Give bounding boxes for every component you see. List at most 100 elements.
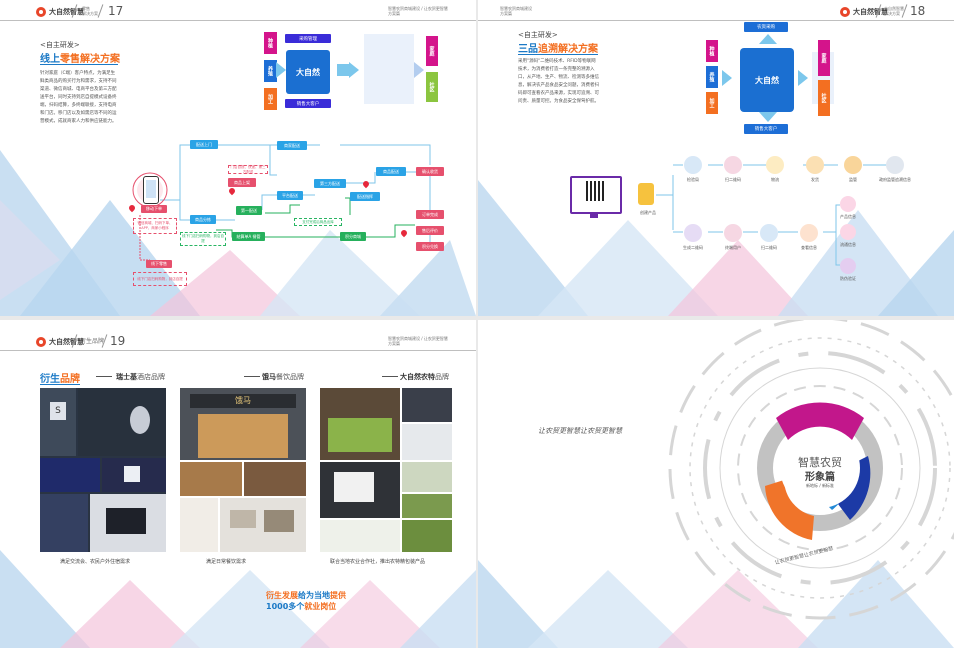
label-end-user: 终端用户 [725, 245, 741, 250]
inspection-icon [684, 156, 702, 174]
photo-farm-4 [320, 462, 400, 518]
bottom-bar: 销售大客户 [744, 124, 788, 134]
photo-hotel-5 [40, 494, 88, 552]
background-triangles [478, 560, 954, 648]
cover-title: 智慧农贸 [798, 456, 842, 469]
photo-restaurant-5 [220, 498, 306, 552]
brand-rule [382, 376, 398, 377]
cover-subtitle: 形象篇 [805, 472, 835, 483]
arrow-block [364, 34, 414, 104]
bottom-bar: 销售大客户 [285, 99, 331, 108]
label-view-info: 查看信息 [801, 245, 817, 250]
logo-icon [840, 7, 850, 17]
heading-underline [40, 384, 80, 385]
photo-farm-3 [402, 424, 452, 460]
header-rule [0, 20, 476, 21]
label-generate-qr: 生成二维码 [683, 245, 703, 250]
header-rule [0, 350, 476, 351]
flow-note-checkout: 支付完成后商品出库 [294, 218, 342, 226]
farm-collage [320, 388, 452, 552]
label-family: 家庭 [818, 40, 830, 76]
concentric-rings [668, 320, 954, 620]
photo-restaurant-4 [180, 498, 218, 552]
flow-note-offline-store: 线下门店扫码购物，到店自提 [133, 272, 187, 286]
flow-note-channels: 微信商城、扫码下单、APP、商家小程序 [133, 218, 177, 234]
label-circulation-info: 流通信息 [840, 242, 856, 247]
page-18: 智慧农贸商城建设方案篇 大自然智慧 大自然智慧解决方案 18 <自主研发> 三品… [478, 0, 954, 316]
arrow-stem [337, 64, 349, 76]
restaurant-sign: 饿马 [190, 394, 296, 408]
flow-connectors [132, 144, 431, 261]
label-community: 社区 [818, 80, 830, 116]
page-title: 三品追溯解决方案 [518, 44, 598, 55]
page-19: 大自然智慧 衍生品牌 19 智慧农贸商城建设 / 让农贸更智慧方案篇 衍生品牌 … [0, 320, 476, 648]
photo-farm-5 [402, 462, 452, 492]
flow-start: 移动下单 [141, 205, 167, 213]
scan-icon [724, 156, 742, 174]
label-breeding: 养殖 [264, 60, 277, 82]
photo-farm-2 [402, 388, 452, 422]
label-processing: 加工 [706, 92, 718, 114]
photo-hotel-1: S [40, 388, 76, 456]
logo-icon [36, 337, 46, 347]
photo-hotel-3 [40, 458, 100, 492]
label-product-info: 产品信息 [840, 214, 856, 219]
title-underline [518, 54, 598, 55]
label-create-product: 创建产品 [640, 210, 656, 215]
brand-logo: 大自然智慧 [840, 7, 888, 17]
photo-farm-7 [320, 520, 400, 552]
label-anti-fake: 防伪验证 [840, 276, 856, 281]
brand-farm-title: 大自然农特品牌 [400, 373, 449, 381]
label-planting: 种植 [264, 32, 277, 54]
header-section-label: 大自然智慧解决方案 [884, 6, 904, 16]
photo-restaurant-2 [180, 462, 242, 496]
page-17: 大自然智慧 零售解决方案 17 智慧农贸商城建设 / 让农贸更智慧方案篇 <自主… [0, 0, 476, 316]
flow-evaluate: 售后评价 [416, 226, 444, 235]
header-left: 智慧农贸商城建设方案篇 [500, 6, 532, 16]
logistics-icon [766, 156, 784, 174]
caption-restaurant: 满足日常餐饮需求 [206, 559, 247, 565]
arrow-right-icon [349, 62, 359, 78]
brand-hotel-title: 瑞士基酒店品牌 [116, 373, 165, 381]
qr-code-icon [586, 181, 606, 201]
header-section-label: 零售解决方案 [82, 6, 98, 16]
header-right: 智慧农贸商城建设 / 让农贸更智慧方案篇 [388, 336, 448, 346]
photo-restaurant-3 [244, 462, 306, 496]
restaurant-collage: 饿马 [180, 388, 306, 552]
background-triangles [0, 550, 476, 648]
end-user-icon [724, 224, 742, 242]
label-planting: 种植 [706, 40, 718, 62]
caption-farm: 联合当地农业合作社，推出农特精包装产品 [330, 559, 426, 565]
flow-pick: 商品分拣 [190, 215, 216, 224]
arrow-down-icon [759, 112, 777, 122]
page-number: 18 [910, 4, 926, 18]
photo-restaurant-front: 饿马 [180, 388, 306, 460]
monitor-icon [570, 176, 622, 214]
phone-icon [143, 176, 159, 204]
scan2-icon [760, 224, 778, 242]
ship-icon [806, 156, 824, 174]
view-info-icon [800, 224, 818, 242]
background-triangles [0, 150, 476, 316]
photo-farm-6 [402, 494, 452, 518]
logo-icon [36, 7, 46, 17]
photo-hotel-2 [78, 388, 166, 456]
header-right: 智慧农贸商城建设 / 让农贸更智慧方案篇 [388, 6, 448, 16]
circulation-info-icon [840, 224, 856, 240]
header-rule [478, 20, 954, 21]
brand-rule [244, 376, 260, 377]
label-inspection: 检验局 [687, 177, 699, 182]
label-community: 社区 [426, 72, 438, 102]
photo-farm-store [320, 388, 400, 460]
hotel-collage: S [40, 388, 166, 552]
page-number: 17 [108, 4, 124, 18]
header-section-label: 衍生品牌 [80, 338, 105, 345]
trace-connectors [656, 164, 888, 266]
flow-review: 积分商城 [340, 232, 366, 241]
flow-complete: 订单完成 [416, 210, 444, 219]
flow-payment: 结算单A 餐管 [232, 232, 265, 241]
brand-logo: 大自然智慧 [36, 7, 84, 17]
center-nature: 大自然 [286, 50, 330, 94]
flow-collect: 商家配送 [277, 141, 307, 150]
